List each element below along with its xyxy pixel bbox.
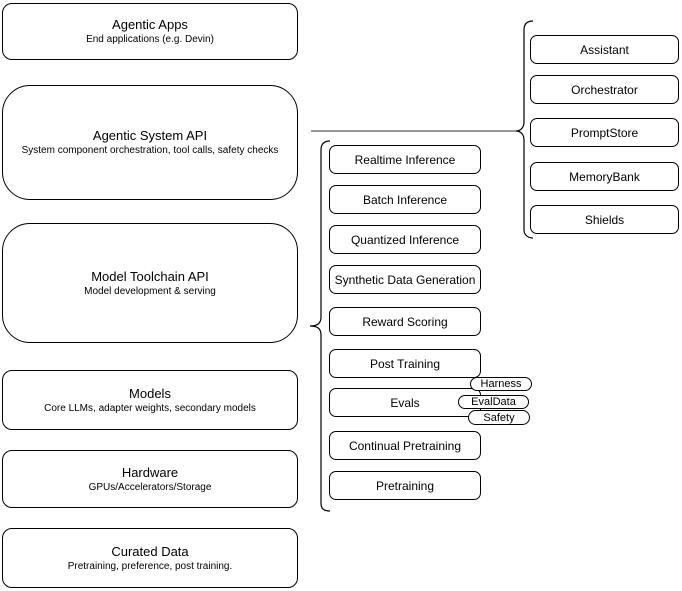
toolchain-item-post-training: Post Training xyxy=(329,349,481,378)
agentic-system-api-subtitle: System component orchestration, tool cal… xyxy=(21,145,279,156)
agentic-apps-title: Agentic Apps xyxy=(112,17,188,32)
evals-tag-label: EvalData xyxy=(471,396,516,408)
agentic-system-api-title: Agentic System API xyxy=(92,128,208,143)
component-shields: Shields xyxy=(530,205,679,234)
model-toolchain-api-box: Model Toolchain API Model development & … xyxy=(2,223,298,343)
component-assistant: Assistant xyxy=(530,35,679,64)
component-label: PromptStore xyxy=(570,125,639,140)
toolchain-item-label: Quantized Inference xyxy=(350,232,460,247)
models-box: Models Core LLMs, adapter weights, secon… xyxy=(2,370,298,430)
toolchain-item-label: Evals xyxy=(390,395,420,410)
toolchain-item-label: Synthetic Data Generation xyxy=(334,272,476,287)
toolchain-item-label: Batch Inference xyxy=(362,192,448,207)
toolchain-item-label: Realtime Inference xyxy=(354,152,456,167)
toolchain-brace xyxy=(309,140,331,512)
component-promptstore: PromptStore xyxy=(530,118,679,147)
models-title: Models xyxy=(129,385,171,401)
toolchain-item-continual-pretraining: Continual Pretraining xyxy=(329,431,481,460)
component-label: Orchestrator xyxy=(571,82,638,97)
evals-tag-label: Safety xyxy=(483,411,515,424)
curated-data-subtitle: Pretraining, preference, post training. xyxy=(67,560,233,572)
evals-tag-safety: Safety xyxy=(468,410,530,425)
hardware-subtitle: GPUs/Accelerators/Storage xyxy=(88,481,212,493)
toolchain-item-label: Continual Pretraining xyxy=(348,438,462,453)
model-toolchain-api-subtitle: Model development & serving xyxy=(84,285,216,297)
toolchain-item-reward-scoring: Reward Scoring xyxy=(329,307,481,336)
toolchain-item-pretraining: Pretraining xyxy=(329,471,481,500)
component-label: Assistant xyxy=(580,42,629,57)
toolchain-item-quantized-inference: Quantized Inference xyxy=(329,225,481,254)
curated-data-title: Curated Data xyxy=(111,543,189,559)
agentic-system-api-box: Agentic System API System component orch… xyxy=(2,85,298,200)
toolchain-item-batch-inference: Batch Inference xyxy=(329,185,481,214)
toolchain-item-evals: Evals xyxy=(329,388,481,417)
agentic-apps-subtitle: End applications (e.g. Devin) xyxy=(86,34,214,45)
toolchain-item-synthetic-data-generation: Synthetic Data Generation xyxy=(329,265,481,294)
toolchain-item-label: Pretraining xyxy=(375,478,435,493)
toolchain-item-label: Reward Scoring xyxy=(362,314,448,329)
evals-tag-label: Harness xyxy=(480,378,522,390)
toolchain-item-label: Post Training xyxy=(369,356,441,371)
models-subtitle: Core LLMs, adapter weights, secondary mo… xyxy=(44,402,256,414)
toolchain-item-realtime-inference: Realtime Inference xyxy=(329,145,481,174)
component-orchestrator: Orchestrator xyxy=(530,75,679,104)
evals-tag-harness: Harness xyxy=(470,377,532,391)
component-label: Shields xyxy=(584,212,625,227)
component-label: MemoryBank xyxy=(569,169,640,184)
hardware-title: Hardware xyxy=(121,464,179,480)
model-toolchain-api-title: Model Toolchain API xyxy=(91,268,209,284)
component-memorybank: MemoryBank xyxy=(530,162,679,191)
evals-tag-evaldata: EvalData xyxy=(458,395,529,409)
hardware-box: Hardware GPUs/Accelerators/Storage xyxy=(2,450,298,508)
curated-data-box: Curated Data Pretraining, preference, po… xyxy=(2,528,298,588)
agentic-apps-box: Agentic Apps End applications (e.g. Devi… xyxy=(2,3,298,60)
